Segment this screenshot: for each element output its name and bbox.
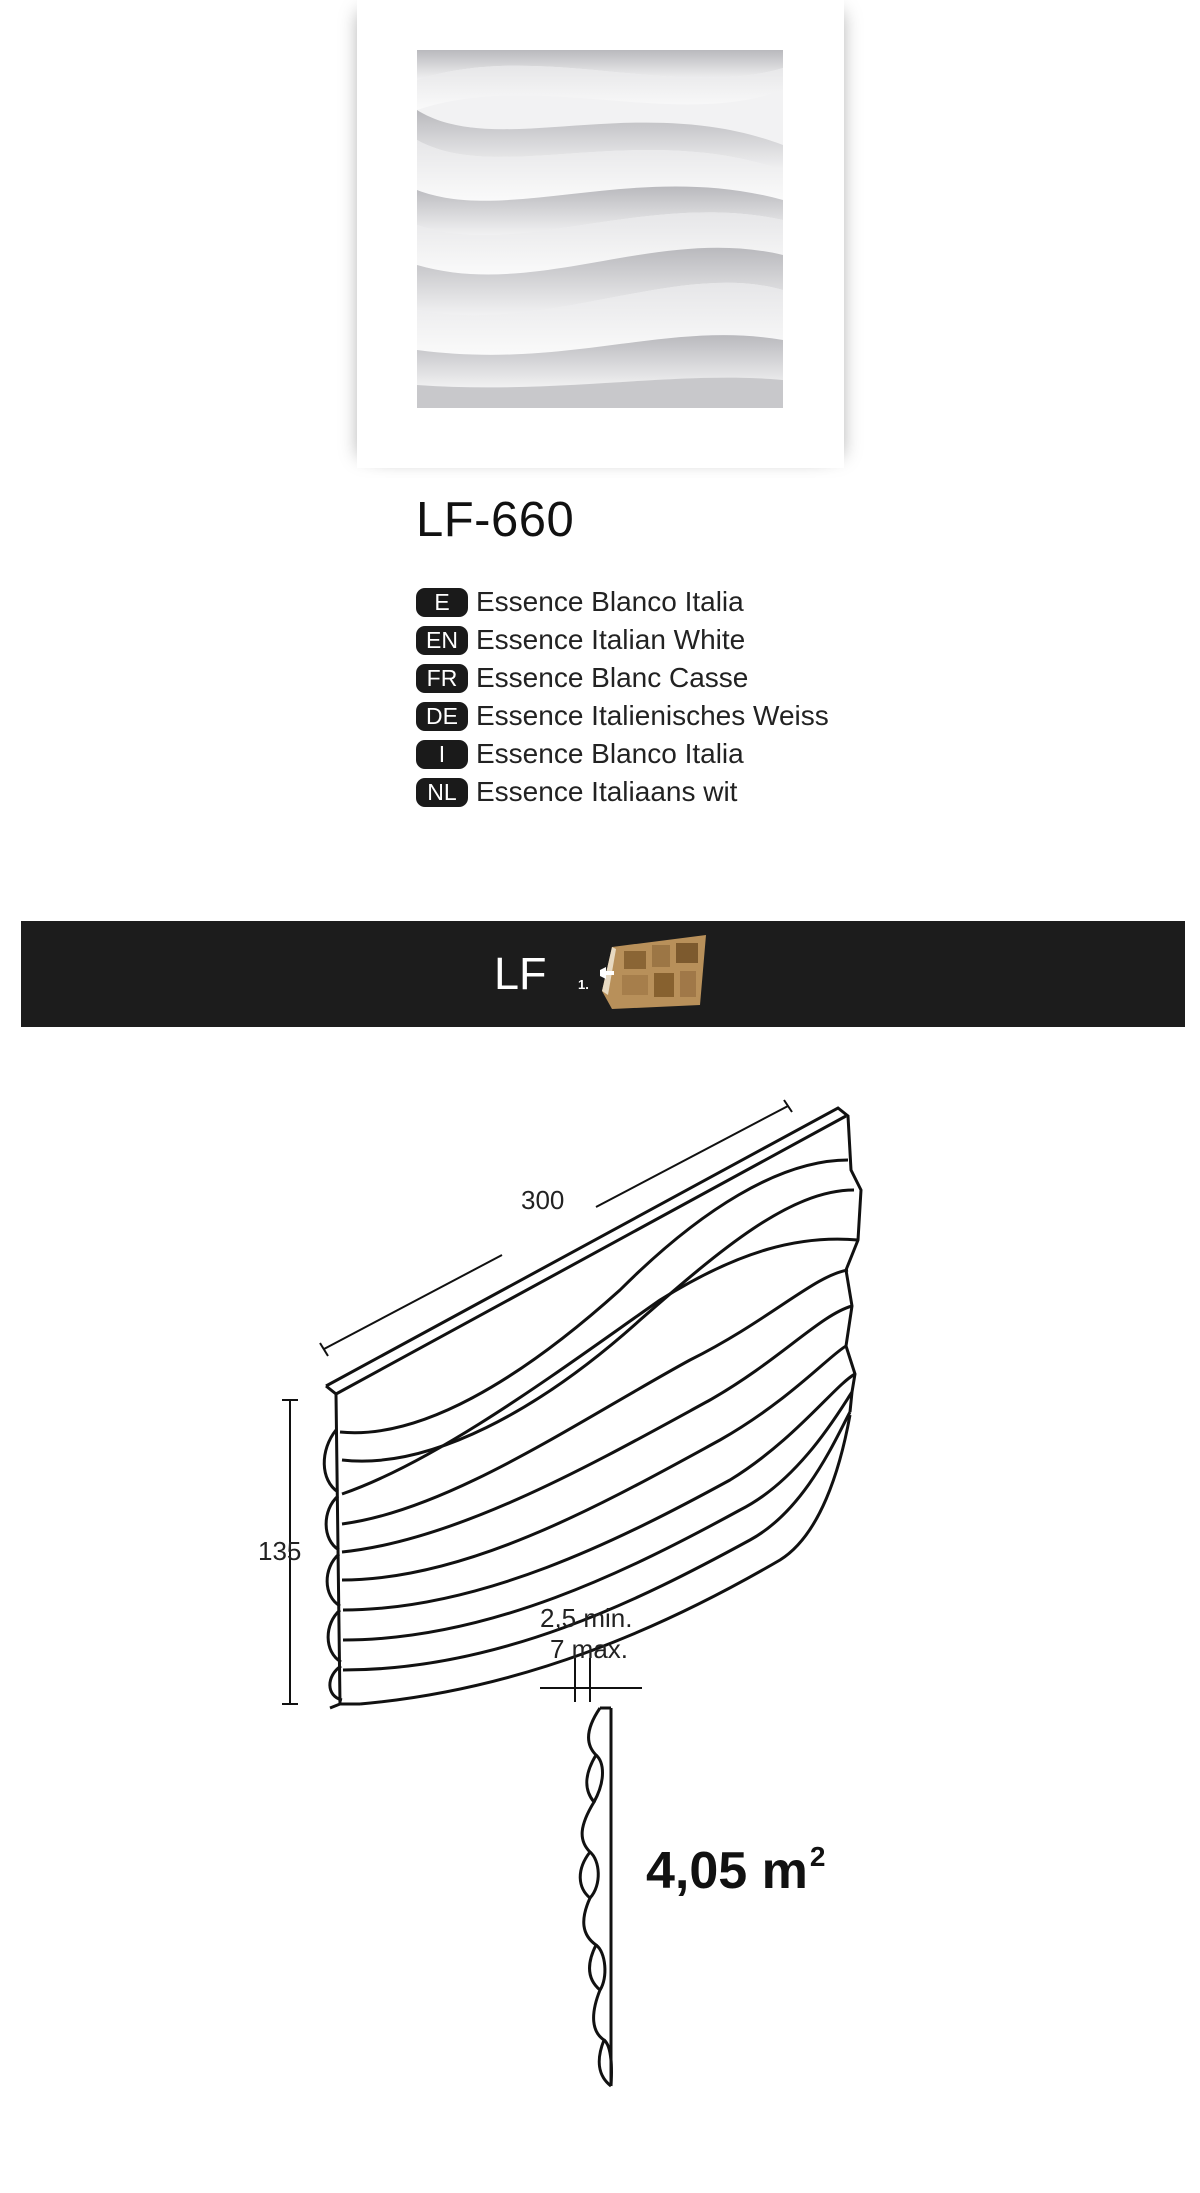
translations-list: E Essence Blanco Italia EN Essence Itali…: [416, 583, 829, 811]
product-photo: [357, 0, 844, 468]
translation-text: Essence Italiaans wit: [476, 776, 738, 807]
translation-row: I Essence Blanco Italia: [416, 735, 829, 773]
coverage-unit-superscript: 2: [809, 1841, 826, 1872]
coverage-value: 4,05 m: [646, 1842, 808, 1900]
translation-row: FR Essence Blanc Casse: [416, 659, 829, 697]
language-badge: NL: [416, 777, 468, 807]
language-badge: FR: [416, 663, 468, 693]
thickness-min-label: 2,5 min.: [540, 1603, 633, 1633]
product-code: LF-660: [416, 493, 575, 547]
stone-sample-icon: [600, 935, 706, 1009]
language-badge: DE: [416, 701, 468, 731]
language-badge: I: [416, 739, 468, 769]
translation-row: E Essence Blanco Italia: [416, 583, 829, 621]
translation-row: EN Essence Italian White: [416, 621, 829, 659]
length-label: 300: [521, 1185, 565, 1215]
translation-text: Essence Blanco Italia: [476, 738, 744, 769]
band-label: LF: [494, 948, 547, 999]
band-marker: 1.: [578, 977, 589, 992]
translation-text: Essence Italian White: [476, 624, 746, 655]
coverage-area: 4,05 m2: [646, 1841, 825, 1901]
translation-text: Essence Italienisches Weiss: [476, 700, 829, 731]
thickness-max-label: 7 max.: [550, 1634, 629, 1664]
translation-text: Essence Blanc Casse: [476, 662, 749, 693]
translation-text: Essence Blanco Italia: [476, 586, 744, 617]
language-badge: EN: [416, 625, 468, 655]
translation-row: NL Essence Italiaans wit: [416, 773, 829, 811]
wave-panel-image: [417, 50, 783, 408]
translation-row: DE Essence Italienisches Weiss: [416, 697, 829, 735]
height-label: 135: [258, 1536, 302, 1566]
language-badge: E: [416, 587, 468, 617]
technical-drawing: [282, 1099, 863, 2088]
